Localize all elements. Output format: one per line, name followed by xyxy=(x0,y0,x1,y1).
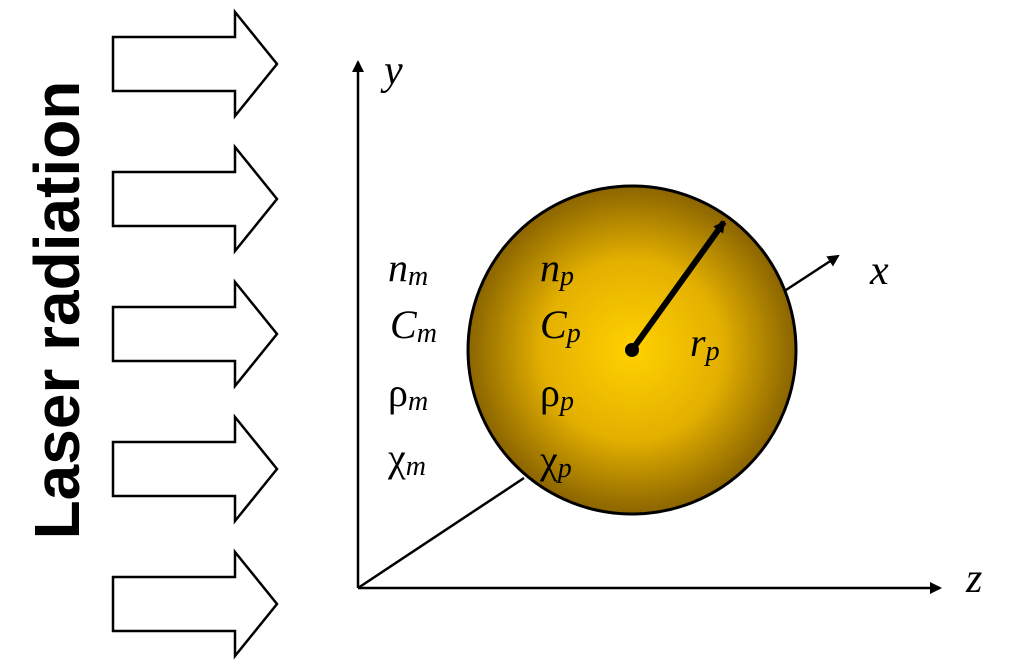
medium-heat-capacity-label: Cm xyxy=(390,302,437,349)
particle-heat-capacity-label: Cp xyxy=(540,302,581,349)
axes xyxy=(352,60,942,594)
y-axis-label: y xyxy=(384,48,403,94)
x-axis-label: x xyxy=(870,248,889,294)
medium-density-label: ρm xyxy=(388,370,429,417)
laser-arrows xyxy=(111,8,279,660)
z-axis-label: z xyxy=(966,556,983,602)
particle-density-label: ρp xyxy=(540,370,574,417)
medium-thermal-diffusivity-label: χm xyxy=(388,435,426,482)
particle-radius-label: rp xyxy=(690,320,720,367)
medium-refractive-index-label: nm xyxy=(388,245,429,292)
laser-arrow xyxy=(111,143,279,255)
laser-arrow xyxy=(111,278,279,390)
center-dot xyxy=(625,343,639,357)
x-axis-lower xyxy=(357,476,525,590)
laser-arrow xyxy=(111,8,279,120)
laser-arrow xyxy=(111,548,279,660)
x-axis-upper xyxy=(785,254,840,292)
particle-refractive-index-label: np xyxy=(540,245,574,292)
laser-arrow xyxy=(111,413,279,525)
radius-arrow xyxy=(629,220,727,352)
laser-radiation-title: Laser radiation xyxy=(21,80,93,540)
particle-thermal-diffusivity-label: χp xyxy=(540,437,572,484)
